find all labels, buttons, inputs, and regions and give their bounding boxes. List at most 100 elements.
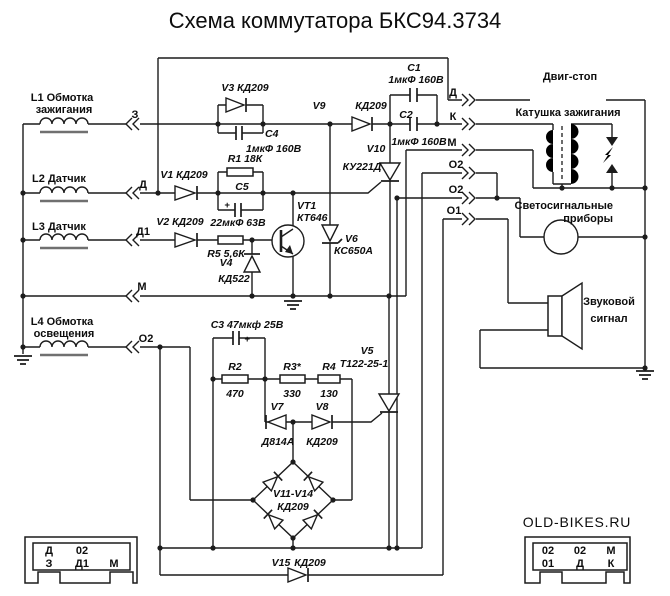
pin-k-label: К [450, 111, 457, 123]
c2-value: 1мкФ 160В [391, 136, 447, 148]
right-table-cell: К [608, 558, 615, 570]
c5-plus: + [224, 200, 230, 211]
v10-ref: V10 [367, 143, 386, 155]
v11-v14-type: КД209 [277, 501, 309, 513]
v3-label: V3 КД209 [221, 82, 268, 94]
right-table-cell: 02 [542, 545, 554, 557]
page-title: Схема коммутатора БКС94.3734 [169, 8, 502, 33]
diode-v4-symbol [242, 253, 262, 273]
coil-l1-label-1: L1 Обмотка [31, 92, 94, 104]
v4-type: КД522 [218, 273, 250, 285]
lamp-symbol [543, 219, 579, 255]
v7-ref: V7 [271, 401, 285, 413]
spark-gap-symbol [603, 137, 618, 173]
left-table-cell: З [46, 558, 53, 570]
inductor-l2-symbol [39, 186, 89, 203]
v15-type: КД209 [294, 557, 326, 569]
pin-z-label: З [132, 109, 139, 121]
pin-o2a-label: О2 [449, 159, 464, 171]
right-table-cell: 02 [574, 545, 586, 557]
ignition-coil-symbol [546, 124, 579, 184]
connector-block-right: 02 02 М 01 Д К [524, 536, 631, 584]
c3-label: C3 47мкф 25В [211, 319, 284, 331]
r2-value: 470 [225, 388, 244, 400]
horn-speaker-symbol [547, 281, 583, 351]
c4-ref: C4 [265, 128, 279, 140]
diode-v9-symbol [351, 115, 373, 133]
v4-ref: V4 [220, 257, 233, 269]
kill-switch-symbol [530, 87, 600, 100]
c1-ref: C1 [407, 62, 421, 74]
pin-o2b-label: О2 [449, 184, 464, 196]
r4-ref: R4 [322, 361, 336, 373]
bridge-rectifier-v11-v14 [251, 461, 335, 539]
diode-v2-symbol [174, 232, 198, 248]
c5-ref: C5 [235, 181, 249, 193]
right-table-cell: Д [576, 558, 584, 570]
r2-ref: R2 [228, 361, 242, 373]
vt1-type: КТ646 [297, 212, 328, 224]
coil-l2-label: L2 Датчик [32, 173, 86, 185]
v5-type: Т122-25-1 [340, 358, 389, 370]
diode-v15-symbol [287, 566, 309, 584]
v11-v14-ref: V11-V14 [273, 488, 313, 500]
r1-label: R1 18К [228, 153, 264, 165]
pin-chevrons [125, 93, 476, 354]
v5-ref: V5 [361, 345, 374, 357]
c4-value: 1мкФ 160В [246, 143, 302, 155]
pin-d1-label: Д1 [136, 226, 150, 238]
transistor-vt1-symbol [271, 224, 305, 258]
v6-type: КС650А [334, 245, 373, 257]
capacitor-plates [232, 88, 418, 345]
vt1-ref: VT1 [297, 200, 316, 212]
v9-type: КД209 [355, 100, 387, 112]
inductor-l3-symbol [39, 233, 89, 250]
pin-d-left-label: Д [139, 179, 147, 191]
v15-ref: V15 [272, 557, 291, 569]
lamps-label-2: приборы [563, 213, 613, 225]
resistor-boxes [217, 167, 341, 384]
left-table-cell: Д [45, 545, 53, 557]
left-table-cell: Д1 [75, 558, 89, 570]
v10-type: КУ221Д [343, 161, 382, 173]
c3-plus: + [244, 334, 250, 345]
left-table-cell: М [109, 558, 118, 570]
coil-l4-label-1: L4 Обмотка [31, 316, 94, 328]
ground-symbols [14, 300, 654, 380]
v7-type: Д814А [261, 436, 295, 448]
coil-l1-label-2: зажигания [36, 104, 93, 116]
pin-o1-label: О1 [447, 205, 462, 217]
v1-label: V1 КД209 [160, 169, 207, 181]
left-table-cell: 02 [76, 545, 88, 557]
thyristor-v5-symbol [377, 393, 401, 413]
r4-value: 130 [320, 388, 338, 400]
v6-ref: V6 [345, 233, 358, 245]
coil-l4-label-2: освещения [34, 328, 95, 340]
wires [22, 57, 646, 576]
ignition-coil-label: Катушка зажигания [515, 107, 620, 119]
zener-v6-symbol [320, 224, 343, 244]
kill-switch-label: Двиг-стоп [543, 71, 597, 83]
c5-value: 22мкФ 63В [209, 217, 266, 229]
inductor-l1-symbol [39, 117, 89, 134]
v8-ref: V8 [316, 401, 329, 413]
horn-label-1: Звуковой [583, 296, 635, 308]
pin-m-left-label: М [137, 281, 146, 293]
diode-v1-symbol [174, 185, 198, 201]
c2-ref: C2 [399, 109, 413, 121]
diode-v8-symbol [311, 413, 333, 431]
horn-label-2: сигнал [590, 313, 627, 325]
junction-dots [20, 121, 648, 551]
right-table-cell: 01 [542, 558, 554, 570]
v9-ref: V9 [313, 100, 326, 112]
pin-d-right-label: Д [449, 87, 457, 99]
connector-block-left: Д 02 З Д1 М [24, 536, 138, 584]
pin-m-right-label: М [447, 137, 456, 149]
r3-value: 330 [283, 388, 301, 400]
r3-ref: R3* [283, 361, 301, 373]
c1-value: 1мкФ 160В [388, 74, 444, 86]
watermark: OLD-BIKES.RU [523, 514, 631, 530]
v8-type: КД209 [306, 436, 338, 448]
